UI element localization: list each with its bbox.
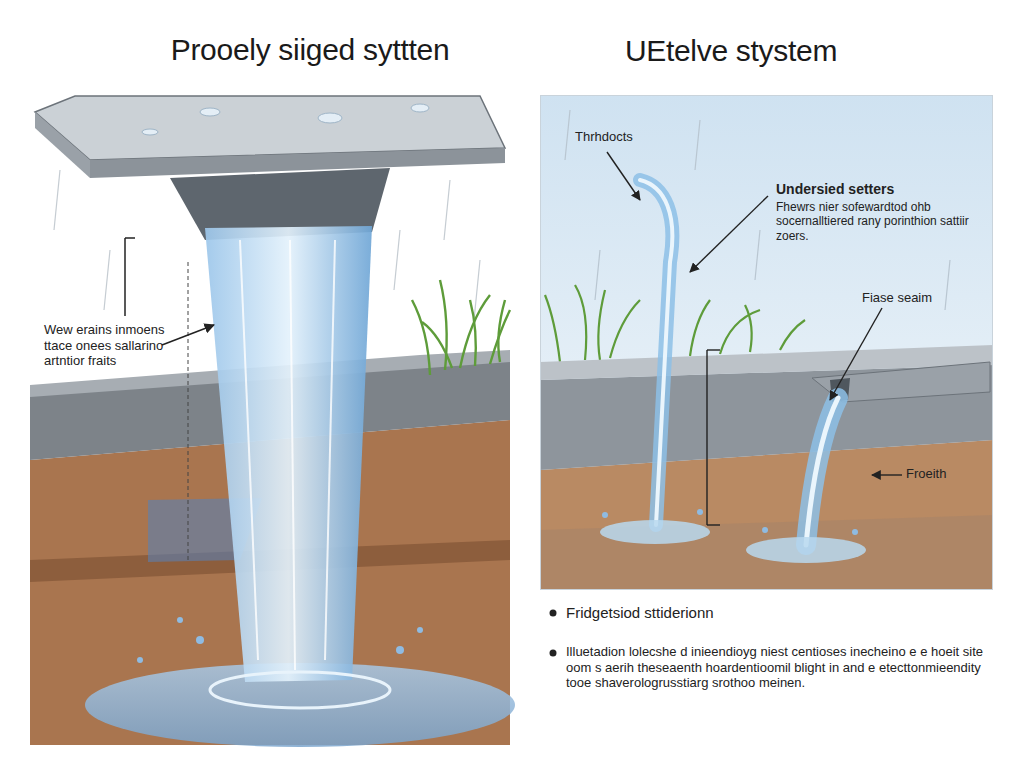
rain-streak — [565, 110, 570, 160]
grass-blade — [745, 305, 752, 352]
droplet — [762, 527, 768, 533]
callout-label: Wew erains inmoens ttace onees sallarino… — [44, 322, 172, 369]
callout-label: Fiase seaim — [862, 290, 982, 306]
droplet — [177, 617, 183, 623]
rain-streak — [755, 230, 760, 280]
bullet-note: Illuetadion lolecshe d inieendioyg niest… — [566, 644, 991, 691]
rain-streak — [695, 120, 700, 170]
rain-streak — [945, 260, 950, 310]
splash — [137, 617, 423, 708]
splash — [602, 509, 858, 535]
wet-ground — [540, 515, 993, 590]
grass-blade — [412, 300, 430, 375]
water-highlight — [806, 398, 838, 545]
water-streaks — [240, 240, 335, 670]
droplet — [142, 129, 158, 135]
grass-blade — [498, 300, 505, 362]
sky-background — [540, 95, 993, 590]
splash-pool — [600, 520, 710, 544]
bullet-dot — [550, 610, 557, 617]
droplet — [318, 113, 342, 123]
panel-heading: Prooely siiged syttten — [70, 33, 550, 67]
water-column — [205, 226, 372, 682]
outlet-water — [806, 398, 838, 545]
splash-ring — [210, 672, 390, 708]
grass-blade — [545, 295, 560, 362]
rain-streak — [394, 230, 400, 290]
droplet — [396, 646, 404, 654]
droplet — [196, 636, 204, 644]
callout-label: Froeith — [906, 466, 986, 482]
roof-droplets — [142, 104, 429, 135]
overshoot-water — [640, 180, 672, 525]
leader-line — [690, 196, 768, 272]
callout-label: Fhewrs nier sofewardtod ohb socernalltie… — [776, 200, 981, 243]
grass — [412, 280, 510, 375]
grass-blade — [780, 320, 805, 350]
rain-streak — [595, 250, 600, 300]
bullet-note: Fridgetsiod sttiderionn — [566, 604, 986, 622]
left-panel: Prooely siiged syttten — [30, 95, 510, 745]
rain-streak — [104, 250, 110, 310]
right-panel: UEtelve stystem — [540, 95, 993, 590]
gutter-end — [35, 112, 90, 178]
grass-blade — [720, 310, 760, 354]
bracket-line — [124, 238, 126, 316]
guide-line — [188, 262, 189, 560]
rain-streak — [54, 170, 60, 230]
grass-blade — [690, 300, 710, 356]
grass-blade — [422, 322, 452, 368]
left-illustration — [30, 96, 515, 747]
bracket-tick — [125, 237, 135, 239]
droplet — [852, 529, 858, 535]
leader-line — [607, 152, 640, 200]
droplet — [137, 657, 143, 663]
bracket-line — [706, 350, 707, 525]
leader-line — [872, 474, 902, 475]
right-illustration — [540, 95, 993, 590]
grass-blade — [460, 295, 490, 368]
bracket-tick — [707, 349, 720, 350]
leader-line — [162, 325, 214, 345]
grass-blade — [440, 280, 447, 370]
droplet — [417, 627, 423, 633]
rain-streak — [444, 180, 450, 240]
grass-blade — [575, 285, 586, 360]
water-streak — [325, 240, 335, 660]
bracket-tick — [707, 524, 720, 525]
grass-blade — [598, 290, 605, 360]
bullet-dot — [550, 650, 557, 657]
droplet — [602, 512, 608, 518]
panel-heading: UEtelve stystem — [541, 34, 921, 68]
callout-label: Thrhdocts — [575, 129, 695, 145]
water-highlight — [640, 180, 672, 525]
callout-label: Undersied setters — [776, 181, 986, 198]
leader-line — [830, 308, 882, 400]
grass-blade — [610, 300, 640, 358]
splash-pool — [746, 537, 866, 563]
grass-blade — [470, 300, 476, 366]
droplet — [200, 108, 220, 116]
droplet — [411, 104, 429, 112]
water-streak — [290, 240, 295, 670]
droplet — [697, 509, 703, 515]
water-streak — [240, 240, 258, 660]
